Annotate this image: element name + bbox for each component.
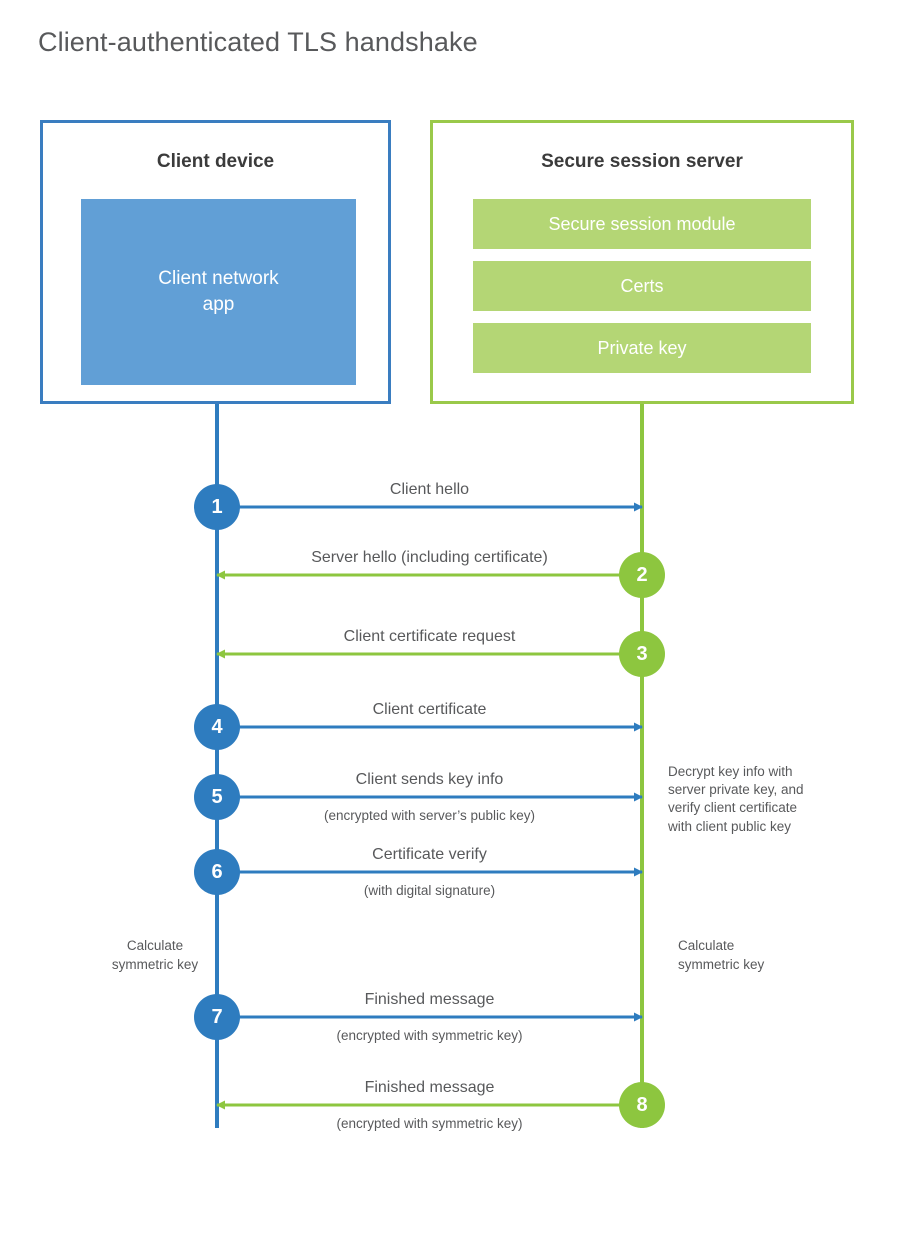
- message-sublabel: (encrypted with symmetric key): [336, 1116, 523, 1131]
- message-label: Finished message: [364, 991, 495, 1008]
- step-badge-6[interactable]: 6: [194, 849, 240, 895]
- page-title: Client-authenticated TLS handshake: [38, 27, 478, 57]
- client-device-box: Client device Client network app: [40, 120, 391, 404]
- secure-session-server-title: Secure session server: [541, 151, 743, 172]
- step-badge-2[interactable]: 2: [619, 552, 665, 598]
- secure-session-server-box: Secure session server Secure session mod…: [430, 120, 854, 404]
- message-label: Certificate verify: [372, 846, 487, 863]
- message-label: Client sends key info: [355, 771, 504, 788]
- message-label: Client certificate: [372, 701, 487, 718]
- step-badge-4[interactable]: 4: [194, 704, 240, 750]
- step-badge-1[interactable]: 1: [194, 484, 240, 530]
- lifelines: [215, 404, 644, 1128]
- server-decrypt-note: Decrypt key info with server private key…: [668, 764, 804, 834]
- server-module-block: Secure session module: [473, 199, 811, 249]
- message-label: Finished message: [364, 1079, 495, 1096]
- client-device-title: Client device: [156, 151, 275, 172]
- message-sublabel: (with digital signature): [363, 883, 496, 898]
- server-module-block: Certs: [473, 261, 811, 311]
- message-label: Server hello (including certificate): [311, 549, 548, 566]
- step-badge-5[interactable]: 5: [194, 774, 240, 820]
- step-badge-7[interactable]: 7: [194, 994, 240, 1040]
- server-calculate-symmetric-key-note: Calculate symmetric key: [678, 938, 765, 972]
- server-module-block: Private key: [473, 323, 811, 373]
- step-badge-3[interactable]: 3: [619, 631, 665, 677]
- step-badge-8[interactable]: 8: [619, 1082, 665, 1128]
- message-label: Client certificate request: [343, 628, 516, 645]
- message-sublabel: (encrypted with server’s public key): [323, 808, 536, 823]
- client-calculate-symmetric-key-note: Calculate symmetric key: [111, 938, 199, 972]
- client-network-app-block: Client network app: [81, 199, 356, 385]
- message-arrows: [216, 502, 643, 1110]
- message-label: Client hello: [389, 481, 470, 498]
- message-sublabel: (encrypted with symmetric key): [336, 1028, 523, 1043]
